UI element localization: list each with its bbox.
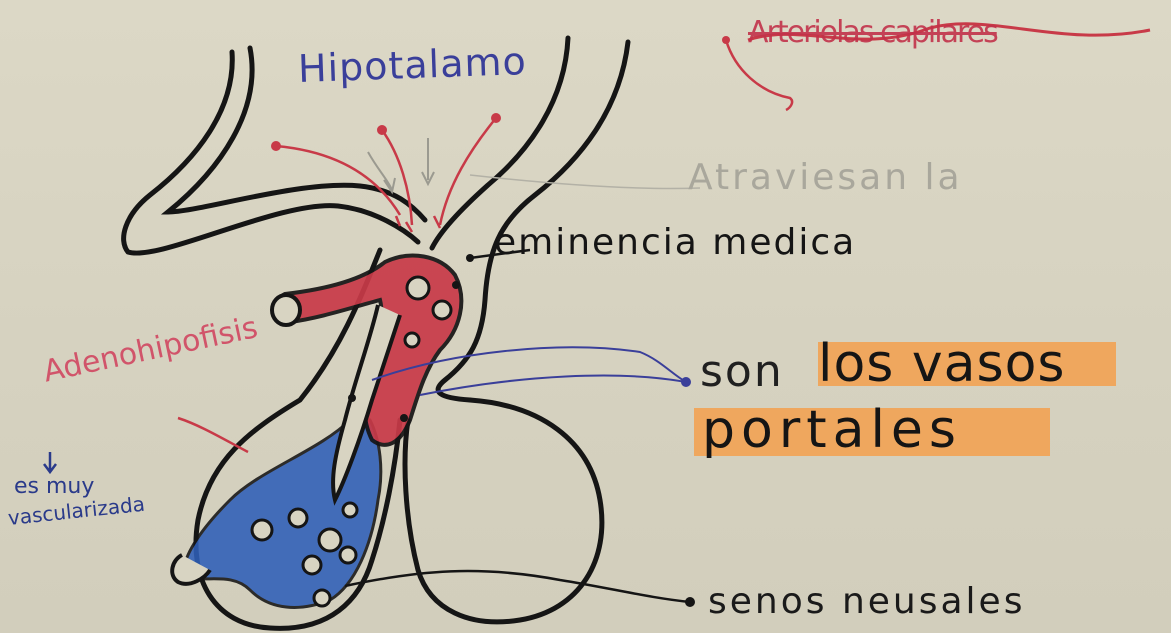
label-senos: senos neusales: [708, 584, 1025, 620]
label-hipotalamo: Hipotalamo: [297, 42, 527, 88]
arrow-down: [44, 452, 56, 472]
pointer-line-adenohipofisis: [178, 418, 248, 452]
capillary-lumen: [343, 503, 357, 517]
neurohypophysis-outline: [405, 400, 602, 622]
scribble-hook: [726, 40, 792, 110]
label-portales: portales: [702, 404, 962, 456]
capillary-lumen: [319, 529, 341, 551]
pointer-line-portales-2: [420, 376, 686, 395]
capillary-lumen: [314, 590, 330, 606]
vessel-dot: [452, 281, 460, 289]
label-atraviesan: Atraviesan la: [688, 160, 963, 196]
label-eminencia-medica: eminencia medica: [494, 225, 856, 261]
capillary-lumen: [289, 509, 307, 527]
capillary-lumen: [252, 520, 272, 540]
vessel-dot: [400, 414, 408, 422]
label-scribble: Arteriolas capilares: [748, 18, 997, 48]
capillary-lumen: [340, 547, 356, 563]
pointer-dot: [681, 377, 691, 387]
capillary-lumen: [303, 556, 321, 574]
vessel-dot: [348, 394, 356, 402]
label-son: son: [700, 350, 784, 394]
label-los-vasos: los vasos: [818, 338, 1066, 390]
neuron-axon: [440, 118, 496, 225]
label-es-muy: es muy: [14, 476, 94, 498]
vessel-lumen: [407, 277, 429, 299]
pointer-line-senos: [345, 571, 690, 602]
pencil-arrow: [422, 138, 434, 184]
vessel-lumen: [433, 301, 451, 319]
pointer-dot: [685, 597, 695, 607]
hypothalamus-outer-right: [438, 42, 628, 400]
vessel-lumen: [405, 333, 419, 347]
pencil-line: [470, 175, 700, 188]
hypophyseal-artery-stub: [272, 295, 300, 325]
